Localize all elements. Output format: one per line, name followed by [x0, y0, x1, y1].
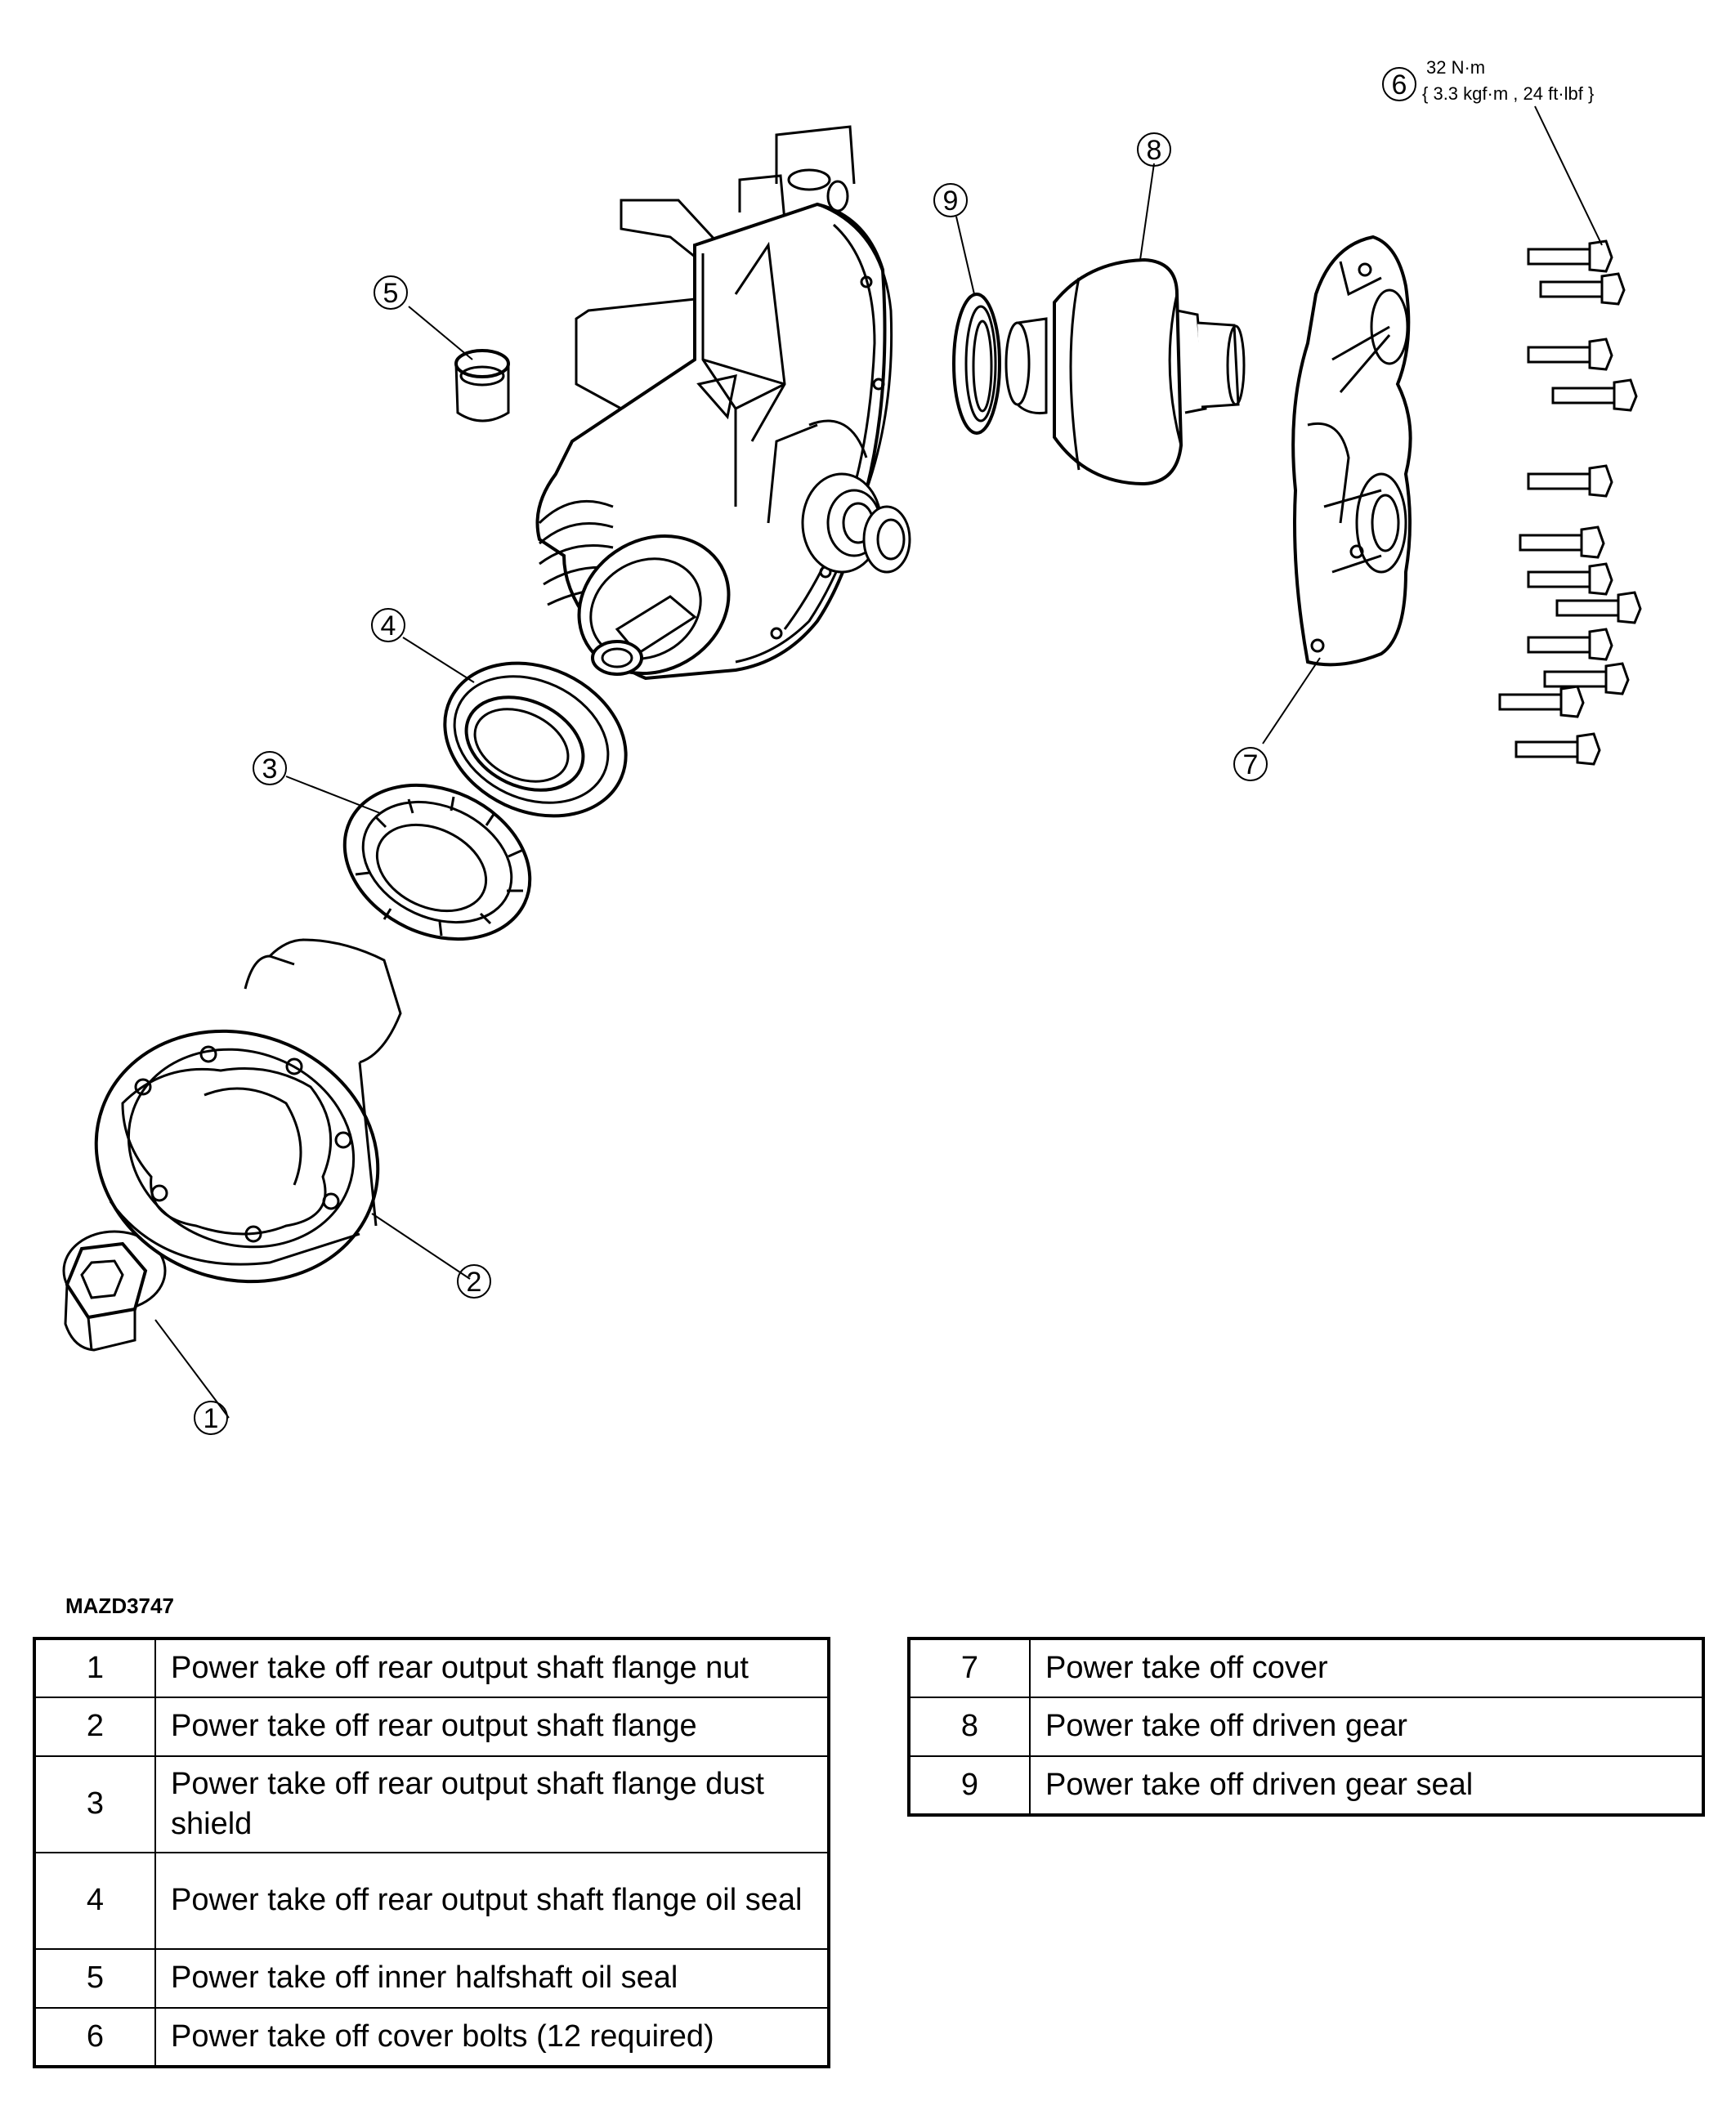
- callout-9: 9: [933, 183, 968, 217]
- part-9-driven-gear-seal: [952, 293, 1001, 435]
- part-4-oil-seal: [443, 661, 628, 818]
- table-row: 3 Power take off rear output shaft flang…: [34, 1755, 830, 1853]
- part-description: Power take off rear output shaft flange: [154, 1697, 830, 1757]
- part-1-flange-nut: [62, 1230, 167, 1352]
- bolt: [1539, 272, 1626, 306]
- bolt: [1515, 732, 1601, 766]
- part-description: Power take off cover: [1029, 1638, 1704, 1698]
- parts-table-left: 1 Power take off rear output shaft flang…: [33, 1637, 830, 2068]
- part-number: 7: [908, 1638, 1031, 1698]
- callout-2: 2: [457, 1264, 491, 1299]
- part-number: 2: [34, 1697, 156, 1757]
- part-number: 1: [34, 1638, 156, 1698]
- callout-1: 1: [194, 1401, 228, 1435]
- table-row: 9 Power take off driven gear seal: [908, 1755, 1704, 1816]
- part-number: 8: [908, 1697, 1031, 1757]
- part-number: 6: [34, 2007, 156, 2068]
- callout-8: 8: [1137, 132, 1171, 167]
- svg-text:6: 6: [1392, 69, 1407, 101]
- parts-table-right: 7 Power take off cover 8 Power take off …: [907, 1637, 1705, 1817]
- part-3-dust-shield: [342, 783, 532, 941]
- table-row: 2 Power take off rear output shaft flang…: [34, 1697, 830, 1757]
- bolt: [1498, 685, 1585, 718]
- part-6-cover-bolts: [1498, 239, 1642, 766]
- torque-value: 32 N·m: [1426, 57, 1485, 78]
- part-number: 3: [34, 1755, 156, 1853]
- svg-text:1: 1: [204, 1403, 219, 1434]
- table-row: 1 Power take off rear output shaft flang…: [34, 1638, 830, 1698]
- bolt: [1551, 378, 1638, 412]
- exploded-view-diagram: 1 2 3 4 5 6 32 N·m { 3.3 kgf·m , 24 ft·l…: [62, 57, 1642, 1435]
- svg-text:3: 3: [262, 753, 278, 785]
- part-description: Power take off driven gear: [1029, 1697, 1704, 1757]
- callout-5: 5: [374, 275, 408, 310]
- table-row: 4 Power take off rear output shaft flang…: [34, 1852, 830, 1950]
- svg-text:9: 9: [943, 186, 959, 217]
- svg-text:5: 5: [383, 278, 399, 309]
- bolt: [1519, 525, 1605, 559]
- part-description: Power take off inner halfshaft oil seal: [154, 1948, 830, 2009]
- part-description: Power take off cover bolts (12 required): [154, 2007, 830, 2068]
- part-8-driven-gear: [1004, 257, 1246, 486]
- svg-text:2: 2: [467, 1267, 482, 1298]
- table-row: 7 Power take off cover: [908, 1638, 1704, 1698]
- callout-3: 3: [253, 751, 287, 785]
- bolt: [1543, 662, 1630, 695]
- part-number: 4: [34, 1852, 156, 1950]
- part-description: Power take off rear output shaft flange …: [154, 1755, 830, 1853]
- svg-text:4: 4: [381, 610, 396, 642]
- bolt: [1527, 239, 1613, 273]
- part-number: 9: [908, 1755, 1031, 1816]
- power-take-off-housing: [535, 125, 911, 681]
- table-row: 8 Power take off driven gear: [908, 1697, 1704, 1757]
- callout-6-torque: 6 32 N·m { 3.3 kgf·m , 24 ft·lbf }: [1382, 57, 1594, 104]
- bolt: [1527, 338, 1613, 371]
- part-7-cover: [1291, 235, 1412, 667]
- table-row: 5 Power take off inner halfshaft oil sea…: [34, 1948, 830, 2009]
- svg-text:7: 7: [1243, 749, 1259, 780]
- part-2-output-shaft-flange: [94, 938, 402, 1284]
- torque-conversion: { 3.3 kgf·m , 24 ft·lbf }: [1422, 83, 1594, 104]
- table-row: 6 Power take off cover bolts (12 require…: [34, 2007, 830, 2068]
- part-description: Power take off rear output shaft flange …: [154, 1852, 830, 1950]
- part-description: Power take off driven gear seal: [1029, 1755, 1704, 1816]
- bolt: [1527, 562, 1613, 596]
- callout-7: 7: [1233, 747, 1268, 781]
- callout-4: 4: [371, 608, 405, 642]
- bolt: [1555, 591, 1642, 624]
- part-description: Power take off rear output shaft flange …: [154, 1638, 830, 1698]
- leader-lines: [154, 105, 1603, 1419]
- bolt: [1527, 628, 1613, 661]
- part-5-inner-halfshaft-seal: [454, 349, 510, 422]
- bolt: [1527, 464, 1613, 498]
- figure-code: MAZD3747: [65, 1594, 174, 1618]
- svg-text:8: 8: [1147, 135, 1162, 166]
- part-number: 5: [34, 1948, 156, 2009]
